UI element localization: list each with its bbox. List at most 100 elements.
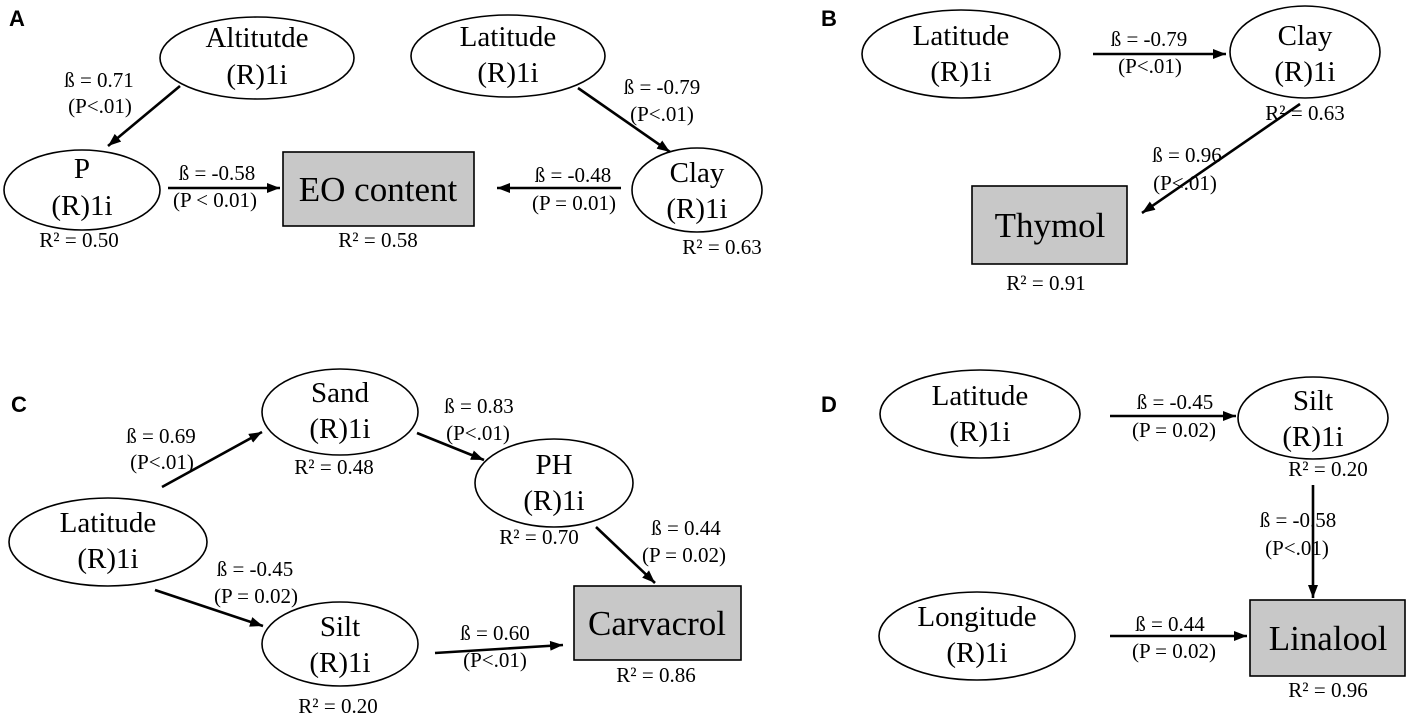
node-a-altitude: Altitutde (R)1i [159, 16, 355, 100]
path-a-p-to-eo-pvalue: (P < 0.01) [173, 188, 257, 212]
path-a-latitude-to-clay-beta: ß = -0.79 [624, 75, 701, 99]
box-c-carvacrol-rect [573, 585, 742, 661]
path-d-silt-to-linalool-beta: ß = -0.58 [1260, 508, 1337, 532]
path-c-ph-to-carvacrol-beta: ß = 0.44 [651, 516, 721, 540]
arrow-a-latitude-to-clay [577, 86, 671, 154]
node-a-p-r2: R² = 0.50 [39, 228, 118, 252]
node-b-latitude: Latitude (R)1i [861, 9, 1061, 99]
path-c-sand-to-ph-pvalue: (P<.01) [446, 421, 510, 445]
node-a-altitude-name: Altitutde [205, 22, 308, 54]
node-c-sand: Sand (R)1i R² = 0.48 [261, 368, 419, 479]
node-a-clay: Clay (R)1i R² = 0.63 [631, 147, 763, 259]
path-b-latitude-to-clay-pvalue: (P<.01) [1118, 54, 1182, 78]
node-d-latitude-name: Latitude [932, 380, 1029, 412]
box-c-carvacrol-r2: R² = 0.86 [616, 663, 695, 687]
node-c-ph-r2: R² = 0.70 [499, 525, 578, 549]
box-a-eo-content-rect [282, 151, 475, 227]
node-a-p-name: P [74, 153, 90, 185]
path-c-latitude-to-silt-pvalue: (P = 0.02) [214, 584, 298, 608]
panel-b: B Latitude (R)1i Clay (R)1i R² = 0.63 Th… [821, 5, 1381, 295]
box-a-eo-content-name: EO content [299, 170, 458, 209]
node-a-altitude-ellipse [159, 16, 355, 100]
node-d-latitude-ellipse [879, 369, 1081, 459]
node-d-longitude-ellipse [878, 591, 1076, 681]
node-c-silt: Silt (R)1i R² = 0.20 [261, 601, 419, 718]
panel-a-label: A [9, 6, 25, 31]
node-b-latitude-sub: (R)1i [930, 56, 991, 88]
node-d-latitude: Latitude (R)1i [879, 369, 1081, 459]
panel-c: C Sand (R)1i R² = 0.48 PH (R)1i R² = 0.7… [8, 368, 742, 718]
node-d-silt-sub: (R)1i [1282, 421, 1343, 453]
path-c-latitude-to-sand-beta: ß = 0.69 [126, 424, 196, 448]
node-b-clay-sub: (R)1i [1274, 56, 1335, 88]
path-a-altitude-to-p-pvalue: (P<.01) [68, 94, 132, 118]
panel-d: D Latitude (R)1i Silt (R)1i R² = 0.20 Lo… [821, 369, 1406, 702]
box-b-thymol: Thymol R² = 0.91 [971, 185, 1128, 295]
node-d-latitude-sub: (R)1i [949, 416, 1010, 448]
node-c-silt-r2: R² = 0.20 [298, 694, 377, 718]
node-b-clay: Clay (R)1i R² = 0.63 [1229, 5, 1381, 125]
node-d-silt-r2: R² = 0.20 [1288, 457, 1367, 481]
path-a-latitude-to-clay-pvalue: (P<.01) [630, 102, 694, 126]
path-c-ph-to-carvacrol-pvalue: (P = 0.02) [642, 543, 726, 567]
node-b-clay-name: Clay [1278, 20, 1333, 52]
box-a-eo-content-r2: R² = 0.58 [338, 228, 417, 252]
node-a-latitude-ellipse [410, 14, 606, 98]
node-a-p-ellipse [3, 149, 161, 231]
node-d-silt-name: Silt [1293, 385, 1333, 417]
node-c-silt-sub: (R)1i [309, 647, 370, 679]
arrow-c-latitude-to-sand [161, 430, 263, 489]
node-b-latitude-name: Latitude [913, 20, 1010, 52]
box-d-linalool: Linalool R² = 0.96 [1249, 599, 1406, 702]
path-c-sand-to-ph-beta: ß = 0.83 [444, 394, 514, 418]
node-a-altitude-sub: (R)1i [226, 59, 287, 91]
box-d-linalool-r2: R² = 0.96 [1288, 678, 1367, 702]
arrow-c-ph-to-carvacrol [595, 526, 656, 584]
node-a-clay-sub: (R)1i [666, 193, 727, 225]
arrow-c-latitude-to-silt [154, 588, 264, 628]
path-b-latitude-to-clay-beta: ß = -0.79 [1111, 27, 1188, 51]
node-c-sand-sub: (R)1i [309, 413, 370, 445]
box-b-thymol-rect [971, 185, 1128, 265]
panel-b-label: B [821, 6, 837, 31]
node-c-latitude-sub: (R)1i [77, 543, 138, 575]
node-a-latitude-name: Latitude [460, 21, 557, 53]
node-d-silt: Silt (R)1i R² = 0.20 [1237, 376, 1389, 481]
box-c-carvacrol-name: Carvacrol [588, 604, 726, 643]
node-d-longitude: Longitude (R)1i [878, 591, 1076, 681]
node-d-silt-ellipse [1237, 376, 1389, 460]
node-c-latitude-name: Latitude [60, 507, 157, 539]
box-d-linalool-rect [1249, 599, 1406, 677]
path-c-silt-to-carvacrol-pvalue: (P<.01) [463, 648, 527, 672]
node-c-silt-ellipse [261, 601, 419, 687]
box-c-carvacrol: Carvacrol R² = 0.86 [573, 585, 742, 687]
panel-c-label: C [11, 392, 27, 417]
path-c-latitude-to-silt-beta: ß = -0.45 [217, 557, 294, 581]
path-a-clay-to-eo-beta: ß = -0.48 [535, 163, 612, 187]
node-d-longitude-sub: (R)1i [946, 637, 1007, 669]
path-c-latitude-to-sand-pvalue: (P<.01) [130, 450, 194, 474]
arrow-a-altitude-to-p [107, 85, 181, 147]
node-a-p: P (R)1i R² = 0.50 [3, 149, 161, 252]
node-c-latitude: Latitude (R)1i [8, 497, 208, 587]
node-c-ph: PH (R)1i R² = 0.70 [474, 438, 634, 549]
path-b-clay-to-thymol-pvalue: (P<.01) [1153, 171, 1217, 195]
box-b-thymol-r2: R² = 0.91 [1006, 271, 1085, 295]
node-a-clay-ellipse [631, 147, 763, 233]
path-d-latitude-to-silt-pvalue: (P = 0.02) [1132, 418, 1216, 442]
path-d-longitude-to-linalool-pvalue: (P = 0.02) [1132, 639, 1216, 663]
node-c-sand-r2: R² = 0.48 [294, 455, 373, 479]
node-c-sand-ellipse [261, 368, 419, 456]
node-c-sand-name: Sand [311, 377, 370, 409]
node-a-latitude-sub: (R)1i [477, 57, 538, 89]
node-c-ph-sub: (R)1i [523, 485, 584, 517]
node-a-clay-r2: R² = 0.63 [682, 235, 761, 259]
node-d-longitude-name: Longitude [917, 601, 1036, 633]
node-c-latitude-ellipse [8, 497, 208, 587]
path-a-p-to-eo-beta: ß = -0.58 [179, 161, 256, 185]
arrow-c-silt-to-carvacrol [434, 640, 564, 655]
node-c-ph-name: PH [535, 449, 572, 481]
node-b-latitude-ellipse [861, 9, 1061, 99]
path-d-longitude-to-linalool-beta: ß = 0.44 [1135, 612, 1205, 636]
